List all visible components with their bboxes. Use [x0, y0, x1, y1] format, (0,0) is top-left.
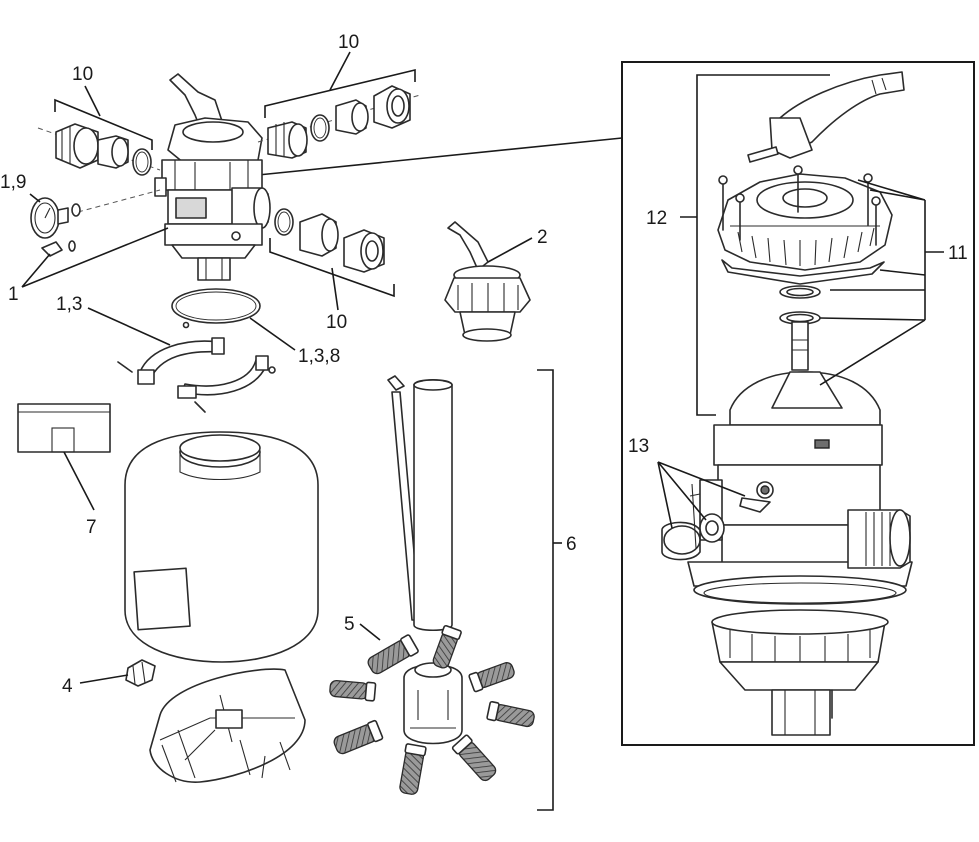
tank-clamp [117, 321, 276, 413]
callout-5: 5 [344, 614, 355, 635]
sand-tank [124, 431, 319, 663]
tank-o-ring [171, 288, 261, 324]
lateral-4 [486, 700, 535, 728]
tank-base [149, 668, 306, 783]
lateral-2 [432, 624, 462, 669]
lateral-3 [468, 662, 515, 693]
lateral-6 [399, 743, 427, 795]
callout-2: 2 [537, 227, 548, 248]
strainer-basket [17, 403, 111, 453]
callout-4: 4 [62, 676, 73, 697]
callout-12: 12 [646, 208, 667, 229]
detail-valve-cover [717, 165, 893, 285]
callout-1: 1 [8, 284, 19, 305]
drain-plug [125, 659, 156, 687]
lateral-8 [329, 679, 377, 702]
callout-13: 13 [628, 436, 649, 457]
detail-valve-handle [747, 71, 905, 163]
union-set-top [257, 85, 421, 159]
detail-inset-frame [621, 61, 975, 746]
lateral-hub-assembly [403, 662, 463, 745]
detail-connector-line [257, 137, 623, 176]
detail-leader-12 [696, 74, 830, 416]
leader-lines [21, 51, 562, 811]
multiport-valve [154, 73, 271, 281]
detail-lateral-hub [711, 609, 889, 736]
lateral-1 [367, 634, 419, 675]
union-set-left [37, 123, 161, 176]
pressure-gauge [30, 189, 161, 239]
union-set-bottom [274, 208, 385, 273]
callout-6: 6 [566, 534, 577, 555]
standpipe-assembly [387, 375, 453, 632]
valve-handle-top [444, 221, 531, 342]
callout-10-top: 10 [338, 32, 359, 53]
callout-7: 7 [86, 517, 97, 538]
callout-11: 11 [948, 243, 968, 264]
callout-10-left: 10 [72, 64, 93, 85]
air-relief-plug [41, 240, 76, 257]
callout-1-3: 1,3 [56, 294, 82, 315]
lateral-5 [451, 734, 497, 782]
detail-leader-13 [657, 461, 746, 529]
detail-valve-body [661, 371, 913, 605]
callout-1-3-8: 1,3,8 [298, 346, 340, 367]
lateral-set [329, 624, 535, 795]
callout-10-bottom: 10 [326, 312, 347, 333]
callout-1-9: 1,9 [0, 172, 26, 193]
lateral-7 [333, 719, 384, 755]
detail-orings-stem [779, 285, 821, 371]
